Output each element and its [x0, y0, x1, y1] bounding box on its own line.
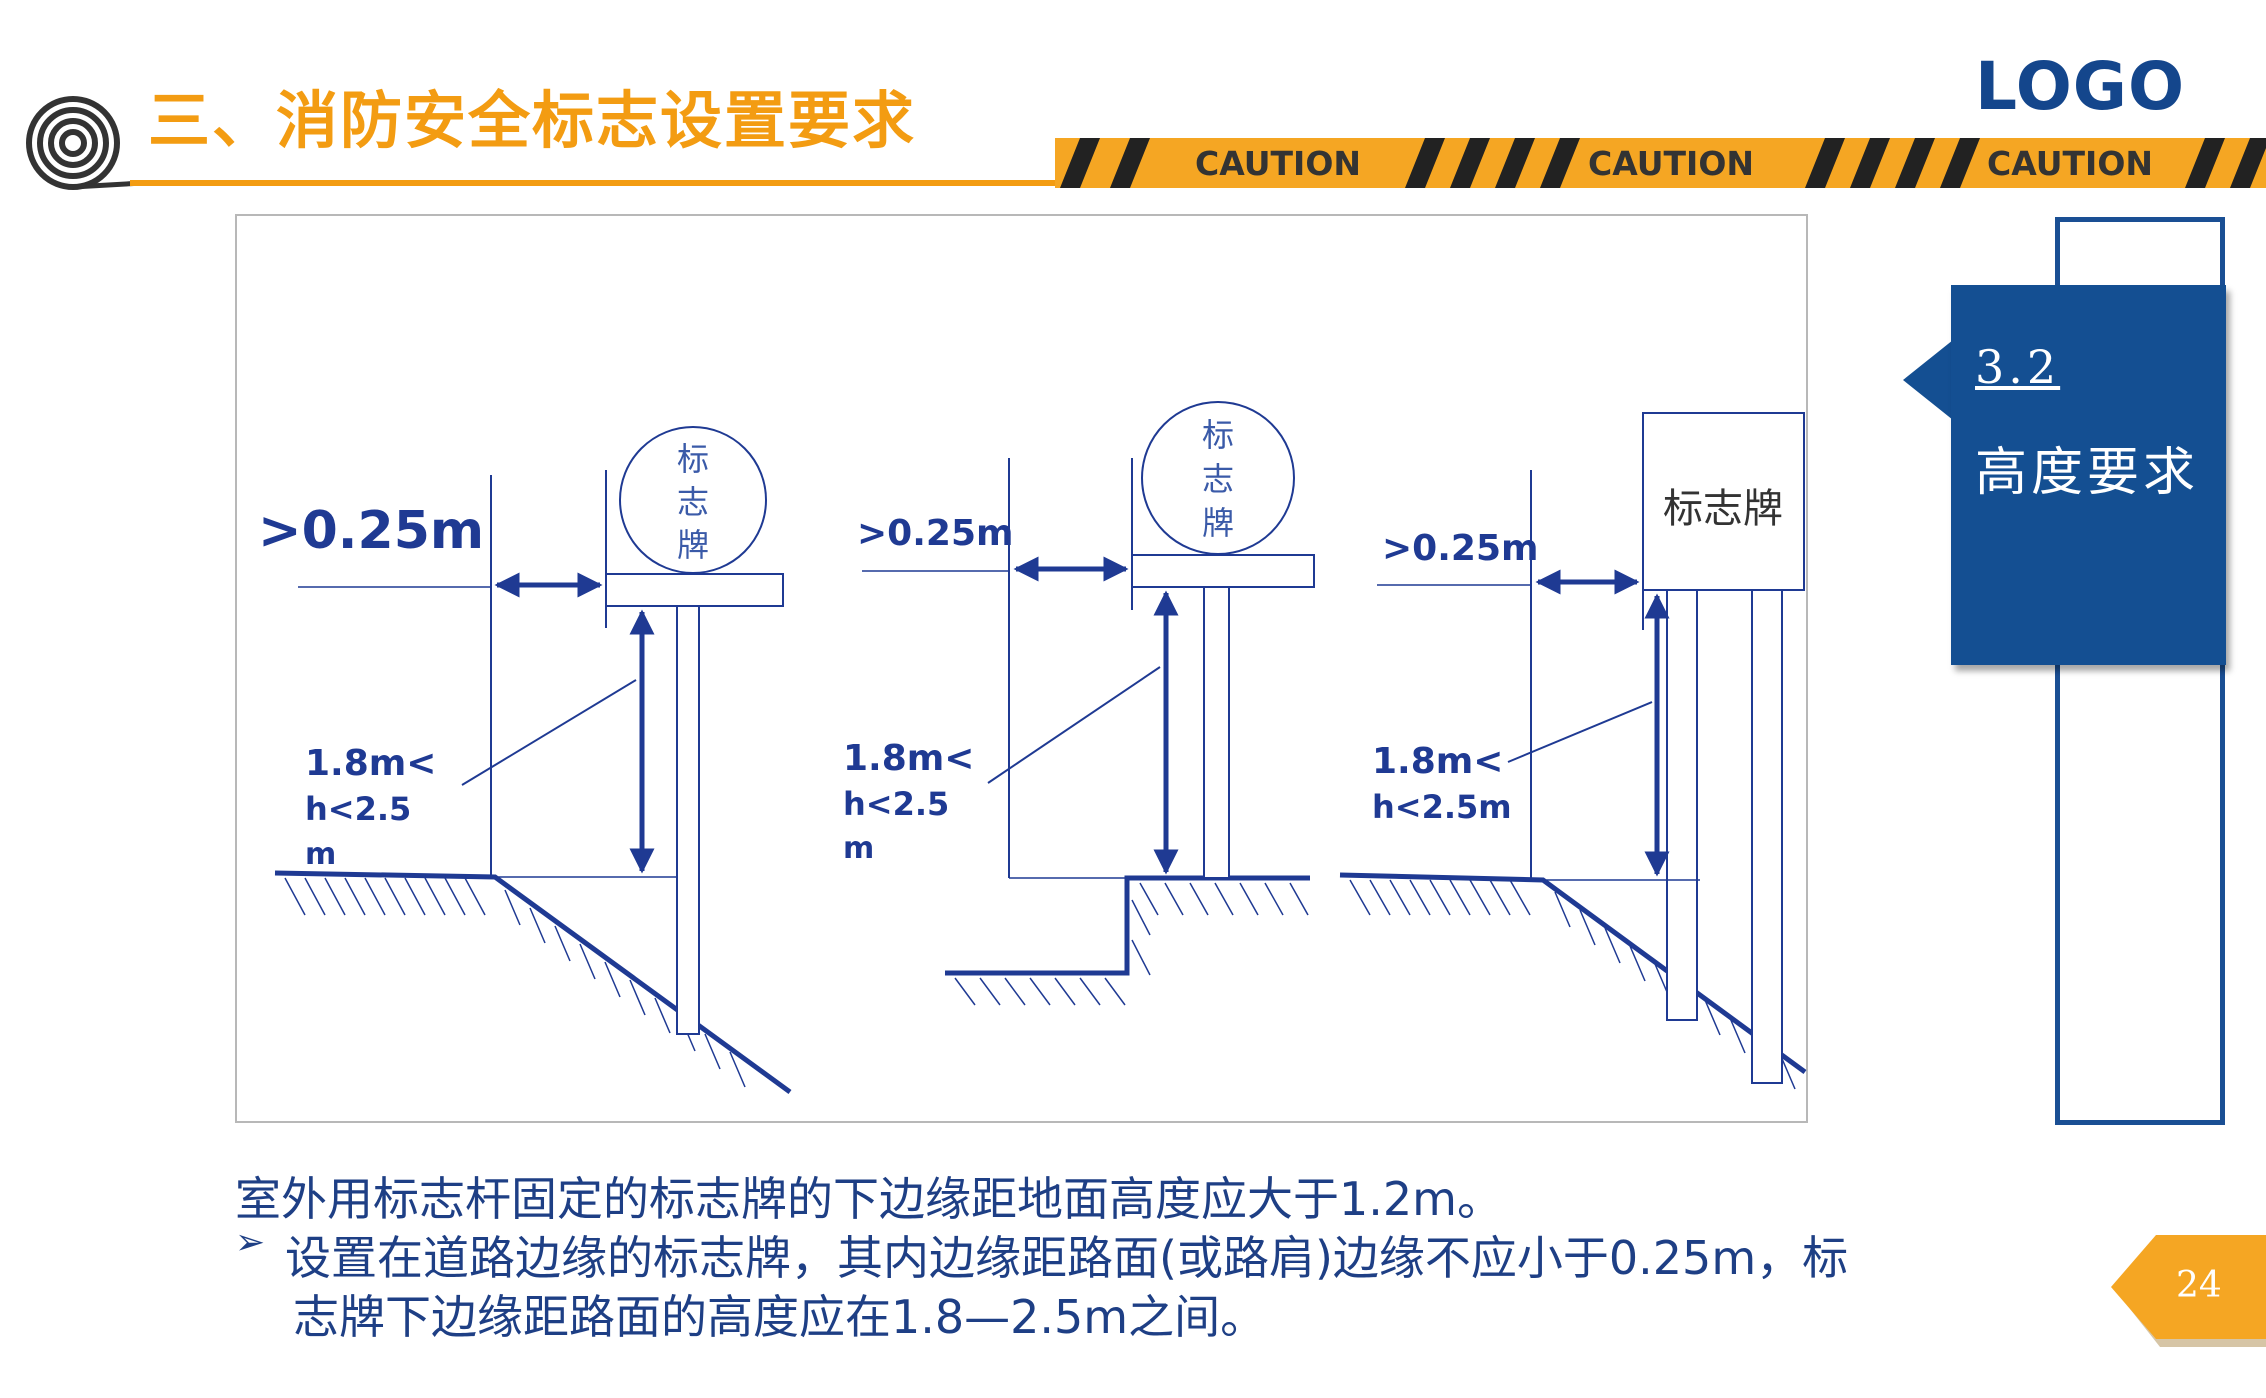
left-height-label-2: h<2.5	[305, 790, 411, 828]
page-number: 24	[2176, 1265, 2222, 1306]
middle-height-label-1: 1.8m<	[843, 738, 974, 779]
middle-height-label-3: m	[843, 831, 874, 866]
section-title: 高度要求	[1975, 443, 2200, 503]
logo: LOGO	[1975, 48, 2186, 125]
middle-sign-char-2: 志	[1202, 460, 1234, 498]
section-number: 3.2	[1975, 340, 2061, 394]
caution-label-3: CAUTION	[1987, 144, 2153, 183]
middle-figure: 标 志 牌 >0.25m 1.8m< h<2.5 m	[843, 401, 1315, 1006]
caution-label-1: CAUTION	[1195, 144, 1361, 183]
left-height-label-3: m	[305, 837, 336, 872]
section-tab	[1951, 285, 2226, 665]
page-title: 三、消防安全标志设置要求	[148, 84, 917, 157]
left-height-label-1: 1.8m<	[305, 743, 436, 784]
left-sign-char-3: 牌	[677, 526, 709, 564]
right-figure: 标志牌 >0.25m 1.8m< h<2.5m	[1339, 412, 1807, 1090]
body-line-3: 志牌下边缘距路面的高度应在1.8—2.5m之间。	[293, 1290, 1267, 1344]
right-height-label-2: h<2.5m	[1372, 788, 1512, 826]
left-figure: 标 志 牌 >0.25m 1.8m< h<2.5 m	[258, 426, 792, 1095]
left-sign-char-1: 标	[677, 440, 709, 478]
middle-sign-char-3: 牌	[1202, 504, 1234, 542]
title-underline	[130, 180, 1080, 186]
body-line-1: 室外用标志杆固定的标志牌的下边缘距地面高度应大于1.2m。	[235, 1172, 1503, 1226]
right-sign-label: 标志牌	[1663, 486, 1783, 532]
caution-tape	[1055, 138, 2266, 188]
middle-clearance-label: >0.25m	[857, 513, 1014, 554]
sign-height-diagram: 标 志 牌 >0.25m 1.8m< h<2.5 m	[258, 401, 1807, 1095]
left-clearance-label: >0.25m	[258, 501, 484, 561]
page-number-tab	[2111, 1235, 2266, 1347]
caution-label-2: CAUTION	[1588, 144, 1754, 183]
right-height-label-1: 1.8m<	[1372, 741, 1503, 782]
middle-sign-char-1: 标	[1202, 416, 1234, 454]
left-sign-char-2: 志	[677, 483, 709, 521]
diagram-frame	[235, 214, 1808, 1123]
body-line-2: 设置在道路边缘的标志牌，其内边缘距路面(或路肩)边缘不应小于0.25m，标	[285, 1231, 1849, 1285]
sidebar-tab-pointer	[1903, 340, 1953, 420]
right-clearance-label: >0.25m	[1382, 528, 1539, 569]
middle-height-label-2: h<2.5	[843, 785, 949, 823]
bullet-icon: ➢	[235, 1222, 266, 1263]
